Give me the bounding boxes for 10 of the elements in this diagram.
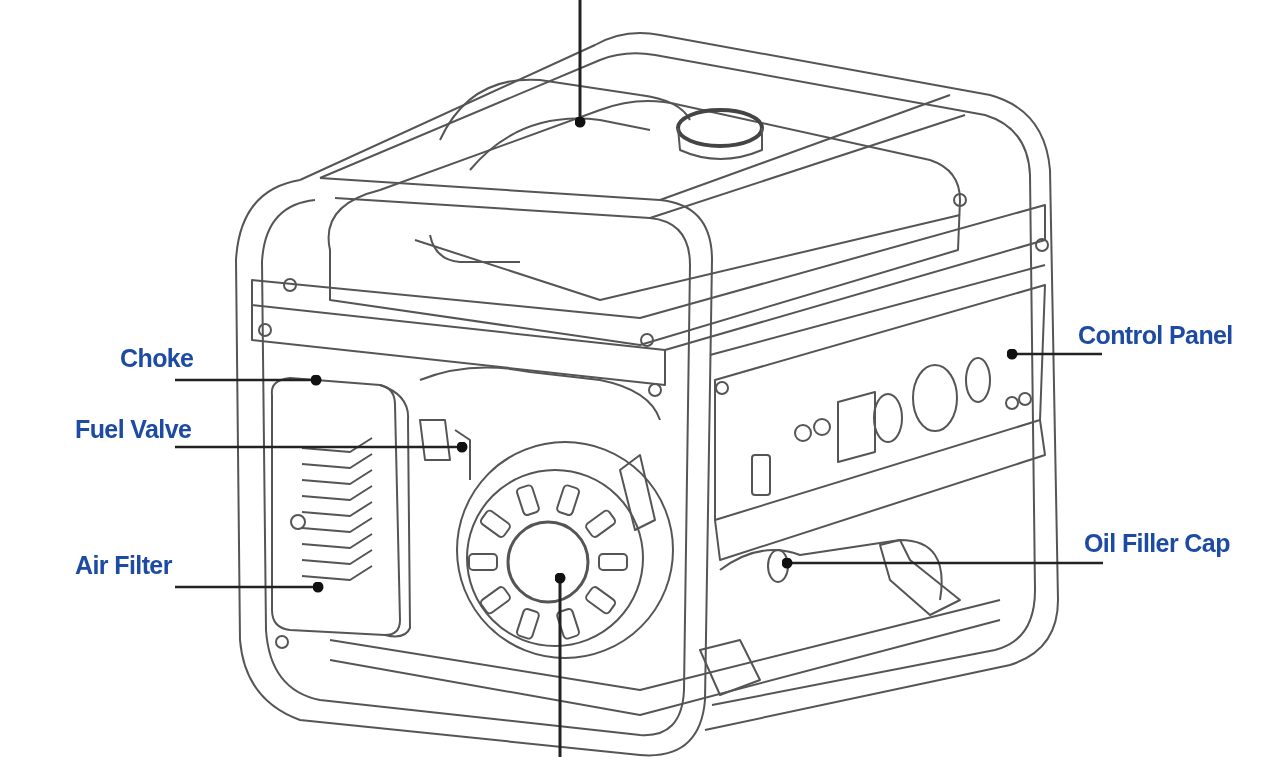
part-label: Fuel Valve	[75, 415, 192, 447]
leader-line	[781, 557, 1103, 569]
part-label: Choke	[120, 344, 194, 380]
leader-line	[175, 441, 468, 453]
leader-line	[175, 581, 324, 593]
part-label: Oil Filler Cap	[1084, 529, 1230, 563]
leader-line	[175, 374, 322, 386]
part-label: Air Filter	[75, 551, 172, 587]
leader-line	[1006, 348, 1102, 360]
part-label: Control Panel	[1078, 321, 1233, 354]
